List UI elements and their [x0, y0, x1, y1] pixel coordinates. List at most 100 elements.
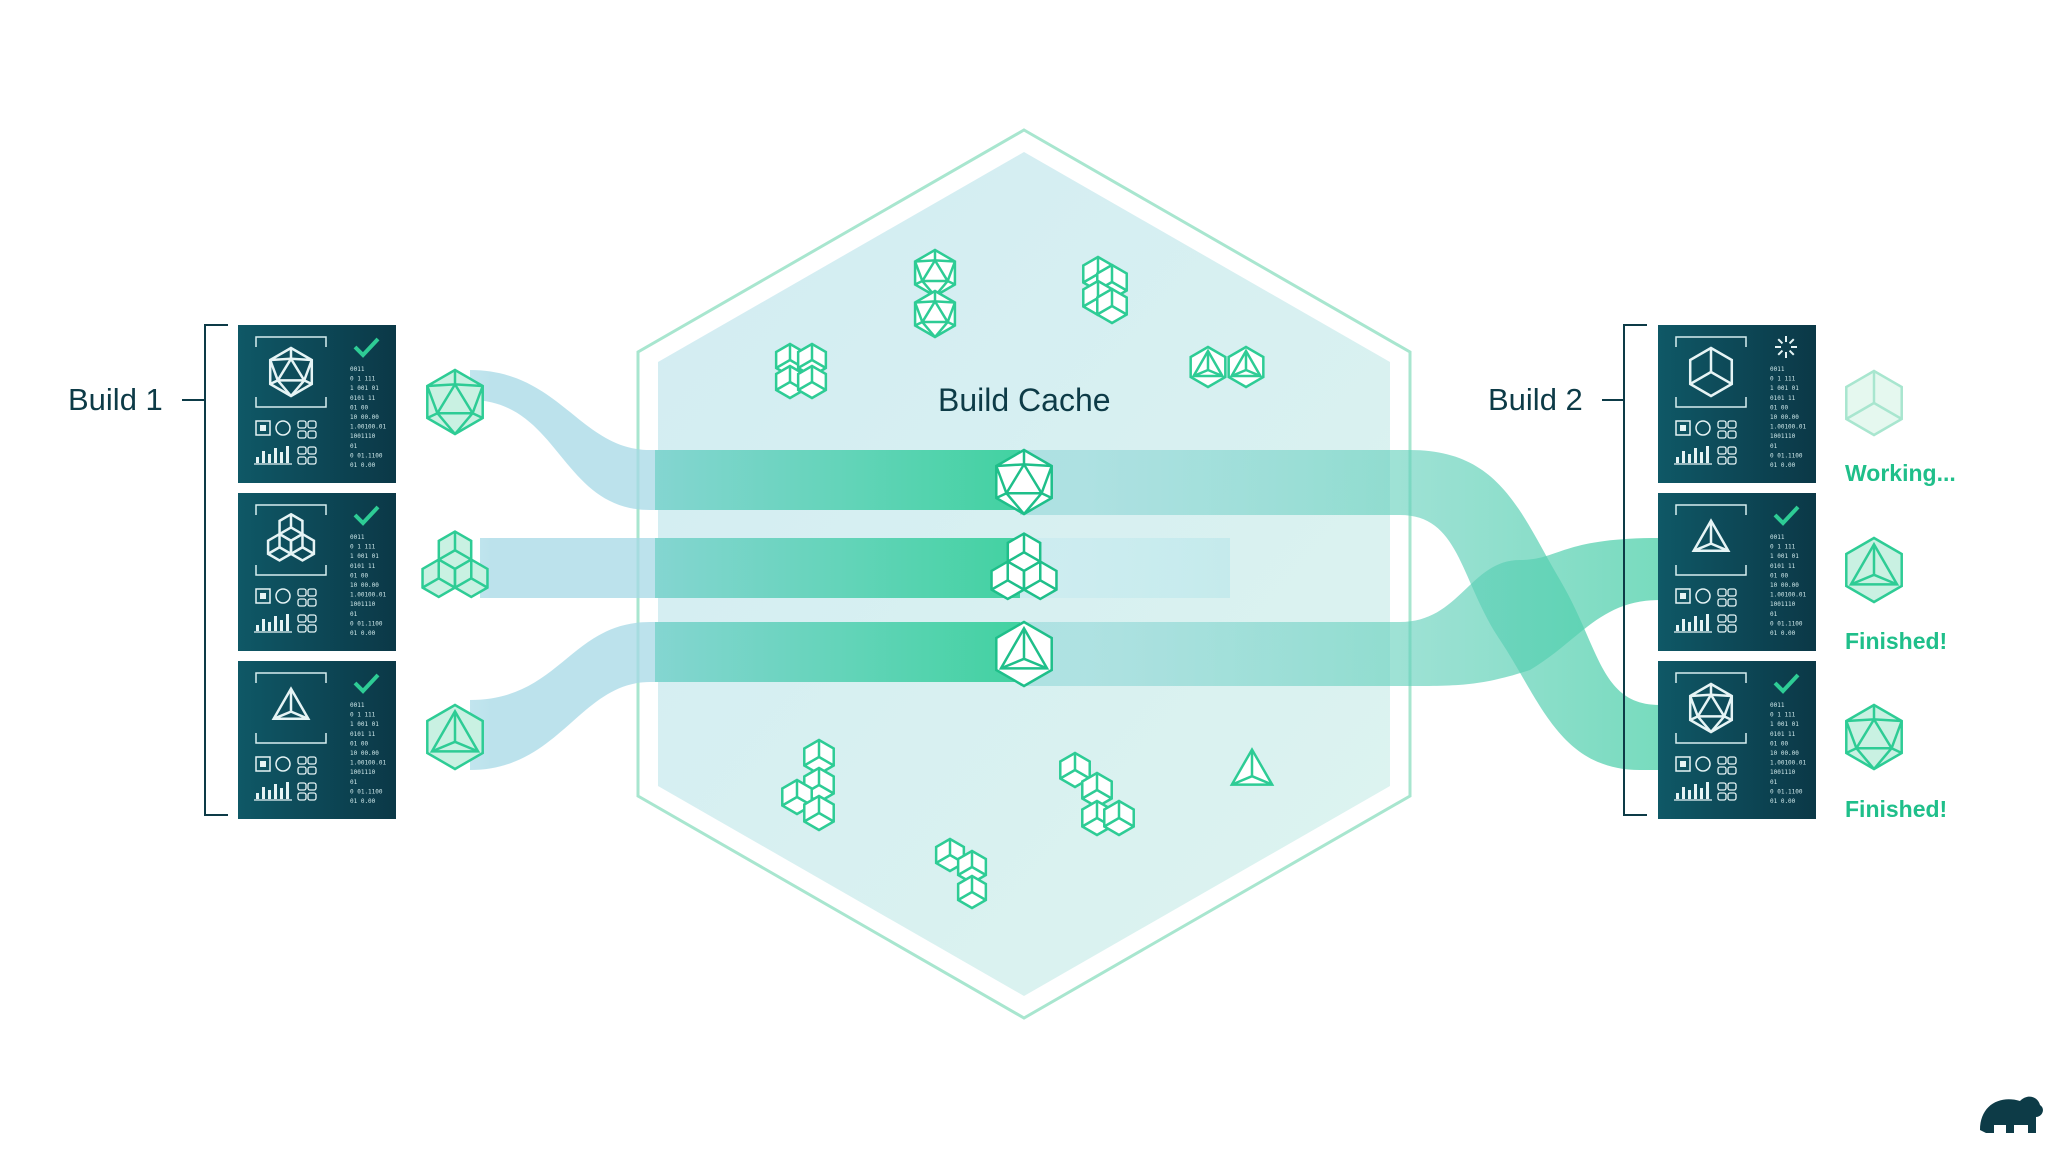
code-line: 0011 — [1770, 702, 1785, 709]
code-line: 0 1 111 — [1770, 376, 1796, 383]
code-line: 10 00.00 — [350, 582, 379, 589]
checkmark-icon — [353, 505, 380, 526]
code-line: 1001110 — [1770, 601, 1796, 608]
cube-stack-icon — [781, 738, 835, 832]
panel-controls-icon — [254, 420, 317, 465]
code-line: 1.00100.01 — [1770, 424, 1807, 431]
build1-input-icosahedron-icon — [426, 368, 484, 436]
code-line: 10 00.00 — [1770, 582, 1799, 589]
tetrahedron-icon — [1229, 747, 1275, 786]
code-line: 1001110 — [1770, 769, 1796, 776]
code-line: 0011 — [1770, 366, 1785, 373]
code-line: 01 — [350, 443, 358, 450]
panel-controls-icon — [1674, 420, 1737, 465]
code-line: 1 001 01 — [1770, 721, 1799, 728]
finished-tetrahedron-icon — [1845, 536, 1903, 604]
build1-bracket — [182, 324, 228, 816]
code-line: 10 00.00 — [1770, 750, 1799, 757]
panel-controls-icon — [254, 588, 317, 633]
code-line: 10 00.00 — [350, 414, 379, 421]
code-line: 01 00 — [1770, 404, 1788, 411]
code-line: 01 0.00 — [350, 462, 376, 469]
finished-icosahedron-icon — [1845, 703, 1903, 771]
code-line: 0011 — [350, 366, 365, 373]
code-line: 1.00100.01 — [350, 592, 387, 599]
code-line: 01 00 — [350, 404, 368, 411]
code-line: 1 001 01 — [350, 721, 379, 728]
code-line: 1001110 — [350, 769, 376, 776]
stair-cubes-icon — [774, 342, 828, 400]
viewfinder-frame — [1675, 672, 1747, 744]
viewfinder-frame — [255, 672, 327, 744]
l-cubes-icon — [1059, 751, 1135, 837]
code-line: 01 0.00 — [1770, 462, 1796, 469]
checkmark-icon — [353, 337, 380, 358]
viewfinder-frame — [1675, 336, 1747, 408]
panel-controls-icon — [254, 756, 317, 801]
cube-icon — [1688, 346, 1734, 398]
cache-cube-stack-icon — [990, 532, 1058, 601]
code-line: 0 01.1100 — [350, 452, 383, 459]
code-line: 01 0.00 — [350, 798, 376, 805]
checkmark-icon — [1773, 673, 1800, 694]
spinner-icon — [1775, 336, 1797, 358]
code-line: 0101 11 — [350, 731, 376, 738]
code-line: 1.00100.01 — [350, 760, 387, 767]
code-line: 01 00 — [350, 572, 368, 579]
code-line: 0101 11 — [1770, 731, 1796, 738]
code-line: 1 001 01 — [350, 553, 379, 560]
code-line: 10 00.00 — [1770, 414, 1799, 421]
cache-band-3 — [655, 622, 1020, 682]
cube-stack-icon — [266, 512, 316, 562]
code-line: 01 — [350, 779, 358, 786]
cache-label: Build Cache — [938, 382, 1111, 418]
code-line: 01 — [1770, 611, 1778, 618]
code-line: 0101 11 — [1770, 395, 1796, 402]
code-line: 0011 — [1770, 534, 1785, 541]
tetrahedron-icon — [1691, 518, 1731, 553]
double-pyramid-icon — [1189, 345, 1265, 389]
build1-input-tetrahedron-icon — [426, 703, 484, 771]
status-working: Working... — [1845, 460, 1956, 486]
build1-label: Build 1 — [68, 382, 163, 417]
output-band-3 — [1020, 538, 1815, 686]
cache-band-2 — [655, 538, 1020, 598]
code-line: 01 00 — [1770, 740, 1788, 747]
viewfinder-frame — [1675, 504, 1747, 576]
viewfinder-frame — [255, 336, 327, 408]
code-line: 0101 11 — [350, 563, 376, 570]
code-line: 0 01.1100 — [1770, 452, 1803, 459]
viewfinder-frame — [255, 504, 327, 576]
checkmark-icon — [1773, 505, 1800, 526]
code-line: 0 1 111 — [1770, 712, 1796, 719]
code-line: 01 0.00 — [1770, 798, 1796, 805]
icosahedron-icon — [1688, 682, 1734, 734]
tetrahedron-icon — [271, 686, 311, 721]
cube-grid-icon — [1082, 255, 1128, 325]
code-line: 0 01.1100 — [1770, 788, 1803, 795]
cache-band-1 — [655, 450, 1020, 510]
build2-bracket — [1602, 324, 1647, 816]
checkmark-icon — [353, 673, 380, 694]
build2-label: Build 2 — [1488, 382, 1583, 417]
code-line: 01 — [1770, 443, 1778, 450]
code-line: 0 1 111 — [350, 544, 376, 551]
code-line: 01 0.00 — [350, 630, 376, 637]
small-cube-stack-icon — [934, 837, 988, 910]
code-line: 1.00100.01 — [1770, 760, 1807, 767]
code-line: 01 00 — [1770, 572, 1788, 579]
code-line: 0 01.1100 — [1770, 620, 1803, 627]
code-line: 0 1 111 — [350, 712, 376, 719]
code-line: 0 01.1100 — [350, 620, 383, 627]
output-band-1 — [1020, 450, 1815, 770]
code-line: 1001110 — [350, 433, 376, 440]
code-line: 0 01.1100 — [350, 788, 383, 795]
icosahedron-icon — [268, 346, 314, 398]
elephant-logo — [1980, 1096, 2043, 1133]
code-line: 0 1 111 — [1770, 544, 1796, 551]
